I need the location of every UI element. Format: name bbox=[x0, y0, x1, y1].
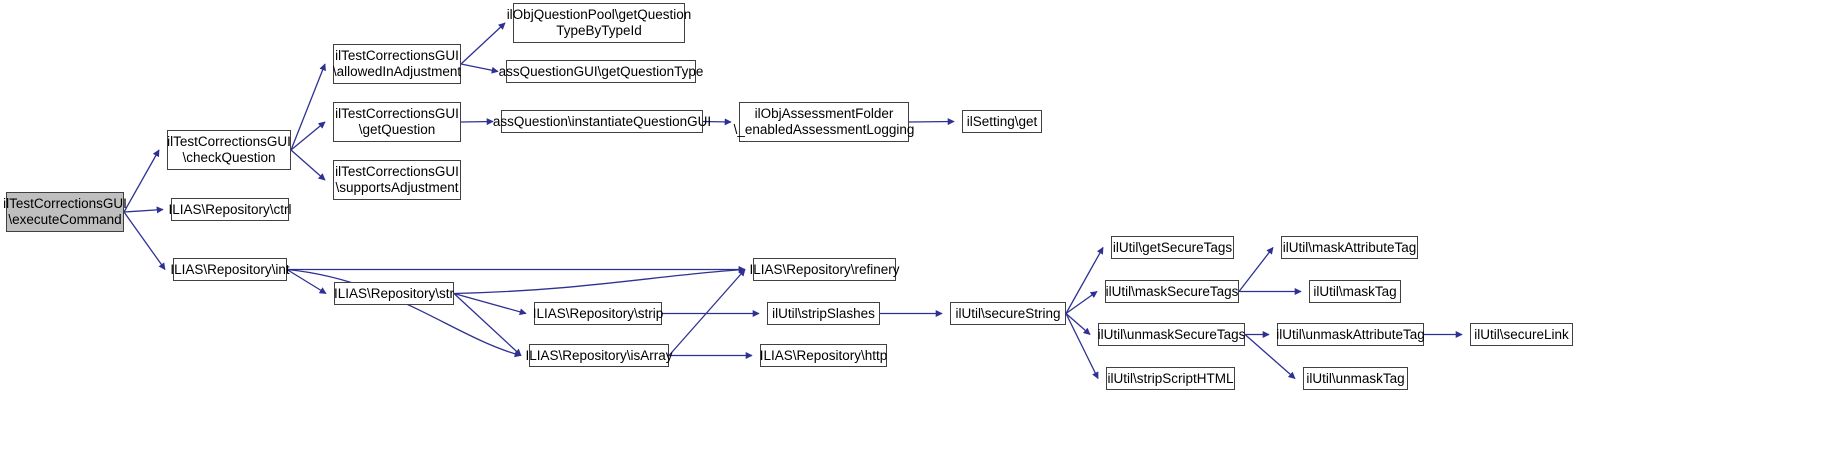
graph-edge-executeCommand-to-int bbox=[123, 211, 166, 271]
graph-edge-getQuestion-to-instantiateQuestionGUI bbox=[460, 118, 494, 126]
graph-node-label: ilUtil\maskAttributeTag bbox=[1282, 239, 1417, 255]
graph-node-stripScriptHTML[interactable]: ilUtil\stripScriptHTML bbox=[1106, 367, 1235, 390]
graph-node-int[interactable]: ILIAS\Repository\int bbox=[170, 258, 290, 281]
graph-node-label: ilUtil\stripSlashes bbox=[772, 305, 875, 321]
graph-node-label: ILIAS\Repository\int bbox=[170, 261, 290, 277]
graph-node-label: ilUtil\unmaskSecureTags bbox=[1097, 326, 1246, 342]
graph-edge-str-to-isArray bbox=[453, 293, 522, 356]
graph-node-label: ILIAS\Repository\strip bbox=[532, 305, 664, 321]
graph-node-label: ilSetting\get bbox=[966, 113, 1038, 129]
graph-edge-secureString-to-maskSecureTags bbox=[1065, 290, 1098, 315]
graph-node-checkQuestion[interactable]: ilTestCorrectionsGUI \checkQuestion bbox=[167, 130, 291, 170]
graph-node-maskAttributeTag[interactable]: ilUtil\maskAttributeTag bbox=[1281, 236, 1418, 259]
graph-edge-allowedInAdjustment-to-getQuestionTypeByTypeId bbox=[460, 22, 506, 65]
graph-node-enabledAssessmentLogging[interactable]: ilObjAssessmentFolder \_enabledAssessmen… bbox=[734, 102, 914, 142]
graph-node-getQuestionType[interactable]: assQuestionGUI\getQuestionType bbox=[499, 60, 703, 83]
graph-node-supportsAdjustment[interactable]: ilTestCorrectionsGUI \supportsAdjustment bbox=[333, 160, 461, 200]
graph-edge-checkQuestion-to-supportsAdjustment bbox=[290, 149, 326, 181]
graph-node-secureString[interactable]: ilUtil\secureString bbox=[950, 302, 1066, 325]
graph-node-label: ilObjAssessmentFolder \_enabledAssessmen… bbox=[733, 106, 915, 137]
graph-node-stripSlashes[interactable]: ilUtil\stripSlashes bbox=[767, 302, 880, 325]
graph-edge-enabledAssessmentLogging-to-ilSettingGet bbox=[908, 118, 955, 126]
graph-node-ctrl[interactable]: ILIAS\Repository\ctrl bbox=[168, 198, 292, 221]
graph-node-ilSettingGet[interactable]: ilSetting\get bbox=[962, 110, 1042, 133]
graph-edge-executeCommand-to-checkQuestion bbox=[123, 149, 160, 213]
graph-node-label: ilTestCorrectionsGUI \getQuestion bbox=[335, 106, 459, 137]
graph-node-unmaskTag[interactable]: ilUtil\unmaskTag bbox=[1303, 367, 1408, 390]
graph-node-getQuestionTypeByTypeId[interactable]: ilObjQuestionPool\getQuestion TypeByType… bbox=[507, 3, 691, 43]
graph-node-str[interactable]: ILIAS\Repository\str bbox=[334, 282, 454, 305]
graph-node-unmaskSecureTags[interactable]: ilUtil\unmaskSecureTags bbox=[1098, 323, 1245, 346]
graph-node-label: ILIAS\Repository\http bbox=[759, 347, 888, 363]
graph-node-label: assQuestion\instantiateQuestionGUI bbox=[492, 113, 712, 129]
graph-edge-secureString-to-getSecureTags bbox=[1065, 246, 1104, 314]
graph-node-secureLink[interactable]: ilUtil\secureLink bbox=[1470, 323, 1573, 346]
graph-edge-secureString-to-stripScriptHTML bbox=[1065, 313, 1099, 380]
graph-node-label: ilUtil\getSecureTags bbox=[1112, 239, 1233, 255]
graph-edge-checkQuestion-to-allowedInAdjustment bbox=[290, 63, 326, 151]
graph-edge-int-to-str bbox=[286, 268, 327, 295]
graph-node-strip[interactable]: ILIAS\Repository\strip bbox=[532, 302, 664, 325]
graph-node-refinery[interactable]: ILIAS\Repository\refinery bbox=[749, 258, 900, 281]
graph-edge-allowedInAdjustment-to-getQuestionType bbox=[460, 63, 499, 74]
graph-node-label: ilUtil\stripScriptHTML bbox=[1107, 370, 1234, 386]
graph-edge-maskSecureTags-to-maskAttributeTag bbox=[1238, 246, 1274, 292]
graph-node-label: ilTestCorrectionsGUI \allowedInAdjustmen… bbox=[332, 48, 462, 79]
graph-node-label: ILIAS\Repository\str bbox=[333, 285, 455, 301]
graph-node-maskTag[interactable]: ilUtil\maskTag bbox=[1309, 280, 1401, 303]
graph-edge-str-to-refinery bbox=[453, 266, 746, 295]
graph-node-label: ilTestCorrectionsGUI \executeCommand bbox=[3, 196, 127, 227]
graph-node-unmaskAttributeTag[interactable]: ilUtil\unmaskAttributeTag bbox=[1276, 323, 1425, 346]
graph-node-label: ILIAS\Repository\ctrl bbox=[168, 201, 292, 217]
graph-node-label: ilUtil\secureString bbox=[955, 305, 1061, 321]
graph-node-label: ILIAS\Repository\refinery bbox=[749, 261, 900, 277]
graph-node-instantiateQuestionGUI[interactable]: assQuestion\instantiateQuestionGUI bbox=[493, 110, 711, 133]
graph-node-label: ilUtil\maskTag bbox=[1313, 283, 1397, 299]
graph-edge-isArray-to-refinery bbox=[668, 268, 746, 356]
graph-node-maskSecureTags[interactable]: ilUtil\maskSecureTags bbox=[1105, 280, 1239, 303]
graph-node-executeCommand[interactable]: ilTestCorrectionsGUI \executeCommand bbox=[3, 192, 127, 232]
graph-node-getSecureTags[interactable]: ilUtil\getSecureTags bbox=[1111, 236, 1234, 259]
graph-edge-executeCommand-to-ctrl bbox=[123, 206, 164, 214]
graph-node-label: assQuestionGUI\getQuestionType bbox=[498, 63, 704, 79]
graph-node-label: ilUtil\maskSecureTags bbox=[1105, 283, 1239, 299]
graph-node-getQuestion[interactable]: ilTestCorrectionsGUI \getQuestion bbox=[333, 102, 461, 142]
graph-node-label: ilUtil\unmaskAttributeTag bbox=[1276, 326, 1425, 342]
graph-node-label: ilTestCorrectionsGUI \supportsAdjustment bbox=[335, 164, 459, 195]
graph-node-isArray[interactable]: ILIAS\Repository\isArray bbox=[525, 344, 673, 367]
graph-node-label: ilTestCorrectionsGUI \checkQuestion bbox=[167, 134, 291, 165]
graph-node-label: ilUtil\secureLink bbox=[1474, 326, 1569, 342]
graph-node-allowedInAdjustment[interactable]: ilTestCorrectionsGUI \allowedInAdjustmen… bbox=[333, 44, 461, 84]
graph-node-label: ilObjQuestionPool\getQuestion TypeByType… bbox=[506, 7, 692, 38]
graph-node-http[interactable]: ILIAS\Repository\http bbox=[760, 344, 887, 367]
graph-node-label: ilUtil\unmaskTag bbox=[1306, 370, 1405, 386]
graph-edge-str-to-strip bbox=[453, 292, 527, 316]
graph-node-label: ILIAS\Repository\isArray bbox=[525, 347, 673, 363]
graph-edge-secureString-to-unmaskSecureTags bbox=[1065, 313, 1091, 335]
graph-edge-checkQuestion-to-getQuestion bbox=[290, 121, 326, 151]
